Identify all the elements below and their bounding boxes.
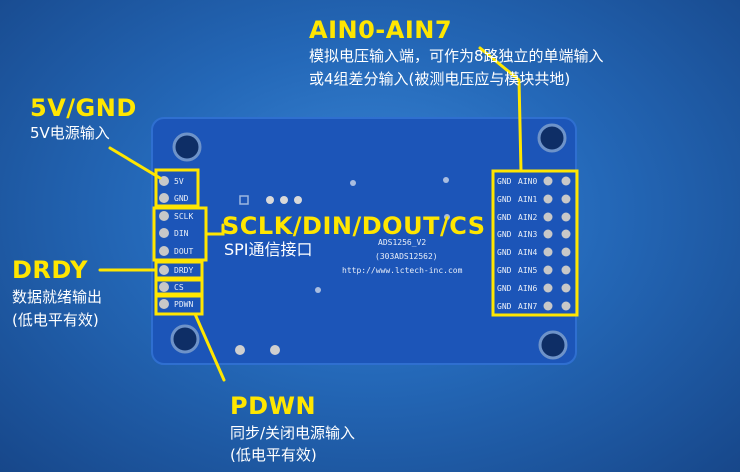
ain-desc-line1: 模拟电压输入端，可作为8路独立的单端输入	[309, 47, 604, 65]
leader-line-spi	[204, 223, 225, 236]
ain-title: AIN0-AIN7	[309, 16, 453, 44]
power-desc: 5V电源输入	[30, 124, 110, 142]
gnd-label: GND	[497, 266, 512, 275]
mounting-hole	[170, 324, 200, 354]
pin-label: AIN5	[518, 266, 537, 275]
spi-desc: SPI通信接口	[224, 240, 313, 259]
leader-line-pdwn	[193, 312, 226, 382]
pin-label: AIN3	[518, 230, 537, 239]
highlight-box-power	[154, 168, 200, 208]
pad	[266, 196, 274, 204]
leader-line-power	[108, 146, 162, 180]
pin-label: AIN4	[518, 248, 537, 257]
pin-label: 5V	[174, 177, 184, 186]
mounting-hole	[538, 330, 568, 360]
via	[444, 214, 450, 220]
via	[350, 180, 356, 186]
pin-label: AIN6	[518, 284, 537, 293]
gnd-label: GND	[497, 213, 512, 222]
highlight-box-ain	[491, 169, 579, 317]
gnd-label: GND	[497, 177, 512, 186]
pin-label: DIN	[174, 229, 189, 238]
board-model-label: ADS1256_V2	[378, 238, 426, 247]
gnd-label: GND	[497, 248, 512, 257]
gnd-label: GND	[497, 302, 512, 311]
pad	[280, 196, 288, 204]
pin-label: CS	[174, 283, 184, 292]
spi-title: SCLK/DIN/DOUT/CS	[222, 212, 486, 240]
mounting-hole	[537, 123, 567, 153]
gnd-label: GND	[497, 230, 512, 239]
ain-desc-line2: 或4组差分输入(被测电压应与模块共地)	[309, 70, 571, 88]
pin-label: DRDY	[174, 266, 193, 275]
pad	[239, 195, 249, 205]
pdwn-desc-line2: (低电平有效)	[230, 446, 317, 464]
pin-label: AIN2	[518, 213, 537, 222]
via	[270, 345, 280, 355]
leader-line-ain	[478, 46, 523, 173]
mounting-hole	[172, 132, 202, 162]
via	[235, 345, 245, 355]
pin-label: AIN0	[518, 177, 537, 186]
highlight-box-pdwn	[154, 294, 204, 316]
pin-label: SCLK	[174, 212, 193, 221]
drdy-desc-line2: (低电平有效)	[12, 311, 99, 329]
pdwn-title: PDWN	[230, 392, 317, 420]
pin-label: AIN7	[518, 302, 537, 311]
pad	[294, 196, 302, 204]
board-code-label: (303ADS12562)	[375, 252, 438, 261]
left-pin-header: 5V GND SCLK DIN DOUT DRDY CS PDWN	[159, 176, 193, 309]
power-title: 5V/GND	[30, 94, 137, 122]
pin-label: AIN1	[518, 195, 537, 204]
pdwn-desc-line1: 同步/关闭电源输入	[230, 424, 356, 442]
pin-label: DOUT	[174, 247, 193, 256]
pcb-board	[151, 117, 577, 365]
via	[443, 177, 449, 183]
drdy-desc-line1: 数据就绪输出	[12, 288, 103, 306]
highlight-box-cs	[154, 278, 204, 296]
pin-label: GND	[174, 194, 189, 203]
gnd-label: GND	[497, 284, 512, 293]
drdy-title: DRDY	[12, 256, 88, 284]
board-url-label: http://www.lctech-inc.com	[342, 266, 463, 275]
pin-label: PDWN	[174, 300, 193, 309]
gnd-label: GND	[497, 195, 512, 204]
via	[315, 287, 321, 293]
